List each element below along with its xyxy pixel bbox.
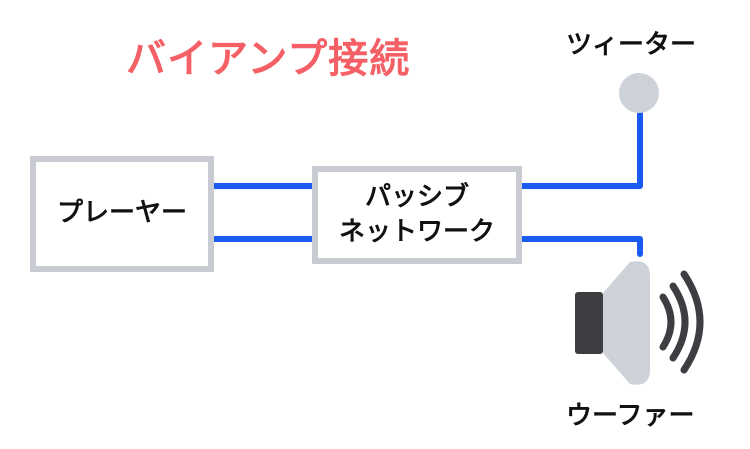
wire-network-tweeter — [519, 111, 643, 189]
network-label-line2: ネットワーク — [338, 217, 495, 247]
network-label-line1: パッシブ — [364, 181, 469, 212]
woofer-speaker-icon — [575, 261, 704, 385]
player-box: プレーヤー — [30, 156, 214, 272]
passive-network-box: パッシブ ネットワーク — [312, 166, 522, 264]
tweeter-icon — [619, 73, 659, 113]
tweeter-label: ツィーター — [566, 30, 697, 60]
woofer-label: ウーファー — [566, 401, 695, 431]
diagram-title: バイアンプ接続 — [126, 36, 411, 82]
player-label: プレーヤー — [56, 198, 187, 229]
wire-network-woofer — [519, 236, 643, 257]
